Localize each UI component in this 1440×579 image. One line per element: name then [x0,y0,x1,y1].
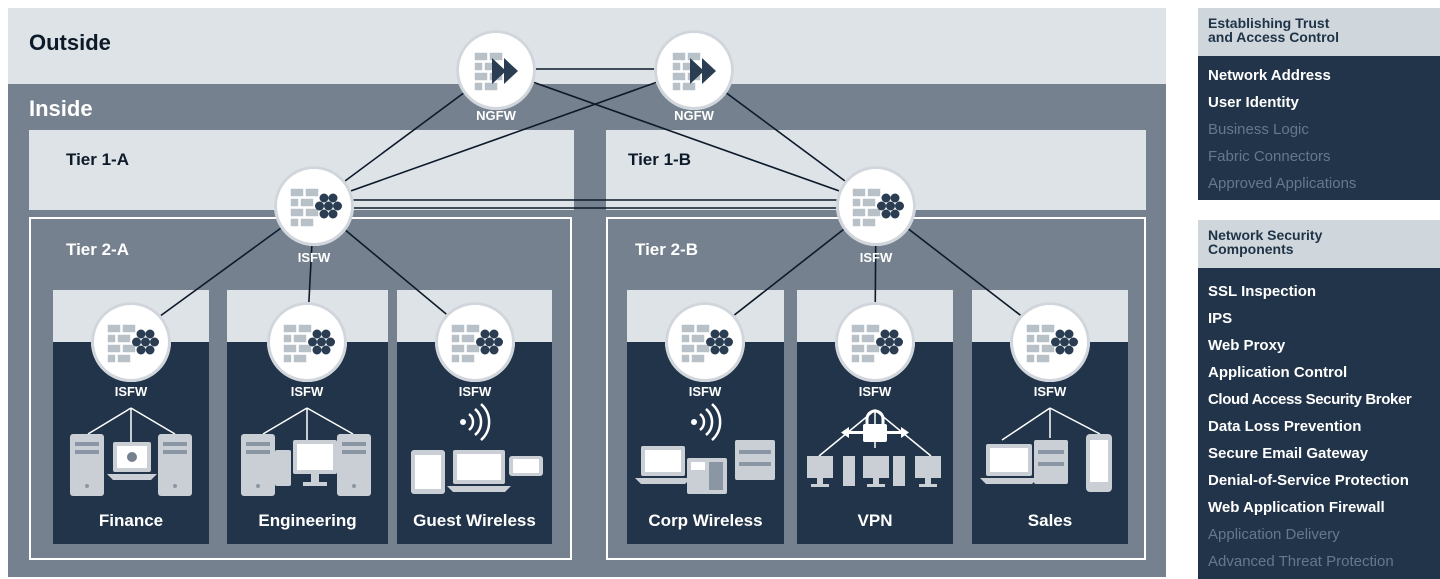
isfw-label-vpn: ISFW [858,384,892,399]
desktop-icon [275,440,337,486]
firewall-hexagon-icon [850,323,903,364]
firewall-arrows-icon [671,51,716,92]
isfw-label-finance: ISFW [114,384,148,399]
panel-security-heading-line2: Components [1208,241,1294,257]
panel-trust-list: Network Address User Identity Business L… [1198,56,1440,200]
panel-trust-item: Network Address [1208,67,1331,84]
panel-security-item: Application Control [1208,364,1348,381]
laptop-icon [635,446,691,484]
isfw-node-tier1b [836,166,916,246]
isfw-label-engineering: ISFW [290,384,324,399]
ngfw-node-right [654,30,734,110]
tier1b-label: Tier 1-B [628,150,691,169]
firewall-hexagon-icon [282,323,335,364]
printer-icon [735,440,775,480]
firewall-hexagon-icon [289,187,342,228]
isfw-label-guest: ISFW [458,384,492,399]
panel-security-item: Denial-of-Service Protection [1208,472,1409,489]
wifi-signal-icon [460,403,491,441]
tower-pc-icon [158,434,192,496]
firewall-hexagon-icon [1025,323,1078,364]
tablet-icon [411,450,445,494]
isfw-label-tier1b: ISFW [859,250,893,265]
desk-phone-icon [687,458,727,494]
outside-label: Outside [29,30,111,55]
isfw-node-corp [665,302,745,382]
laptop-icon [980,444,1038,484]
panel-trust-heading-line2: and Access Control [1208,29,1339,45]
isfw-node-sales [1010,302,1090,382]
panel-security-item: Web Proxy [1208,337,1286,354]
finance-devices [70,407,192,496]
panel-security-item: Secure Email Gateway [1208,445,1369,462]
isfw-node-engineering [267,302,347,382]
corp-devices [635,403,775,494]
panel-security-item: Data Loss Prevention [1208,418,1362,435]
bidirectional-arrow-icon [841,427,909,438]
panel-trust-item: Business Logic [1208,121,1309,138]
segment-label-sales: Sales [1027,511,1073,530]
segment-label-finance: Finance [98,511,164,530]
isfw-label-tier1a: ISFW [297,250,331,265]
printer-icon [1034,440,1068,484]
sales-devices [980,407,1112,492]
engineering-devices [241,407,371,496]
tier1a-label: Tier 1-A [66,150,129,169]
firewall-arrows-icon [473,51,518,92]
isfw-node-finance [91,302,171,382]
panel-security-heading-line1: Network Security [1208,227,1323,243]
segment-label-guest-wireless: Guest Wireless [413,511,536,530]
panel-security-item: Application Delivery [1208,526,1340,543]
vpn-devices [807,409,941,487]
isfw-node-guest [435,302,515,382]
panel-trust-heading: Establishing Trust and Access Control [1198,8,1440,56]
segment-label-corp-wireless: Corp Wireless [648,511,763,530]
tower-pc-icon [337,434,371,496]
ngfw-node-left [456,30,536,110]
ngfw-label-left: NGFW [476,108,516,123]
phone-icon [1086,434,1112,492]
guest-devices [411,403,543,494]
wifi-signal-icon [691,403,722,441]
isfw-node-vpn [835,302,915,382]
panel-security-item: IPS [1208,310,1233,327]
firewall-hexagon-icon [680,323,733,364]
tower-pc-icon [241,434,275,496]
tier2b-label: Tier 2-B [635,240,698,259]
laptop-icon [447,450,511,492]
panel-security-item: Web Application Firewall [1208,499,1385,516]
firewall-hexagon-icon [450,323,503,364]
panel-trust-heading-line1: Establishing Trust [1208,15,1330,31]
firewall-hexagon-icon [851,187,904,228]
panel-security-item: Cloud Access Security Broker [1208,391,1412,408]
segment-label-vpn: VPN [857,511,893,530]
panel-trust-item: Approved Applications [1208,175,1357,192]
tower-pc-icon [70,434,104,496]
firewall-hexagon-icon [106,323,159,364]
isfw-node-tier1a [274,166,354,246]
isfw-label-corp: ISFW [688,384,722,399]
panel-security-heading: Network Security Components [1198,220,1440,268]
laptop-icon [107,442,157,480]
panel-security-item: SSL Inspection [1208,283,1317,300]
isfw-label-sales: ISFW [1033,384,1067,399]
segment-label-engineering: Engineering [258,511,357,530]
inside-label: Inside [29,96,93,121]
panel-trust-item: Fabric Connectors [1208,148,1331,165]
panel-security-list: SSL Inspection IPS Web Proxy Application… [1198,268,1440,579]
ngfw-label-right: NGFW [674,108,714,123]
tier2a-label: Tier 2-A [66,240,129,259]
phone-icon [509,456,543,476]
panel-trust-item: User Identity [1208,94,1299,111]
monitor-icon [807,456,941,487]
panel-security-item: Advanced Threat Protection [1208,553,1394,570]
